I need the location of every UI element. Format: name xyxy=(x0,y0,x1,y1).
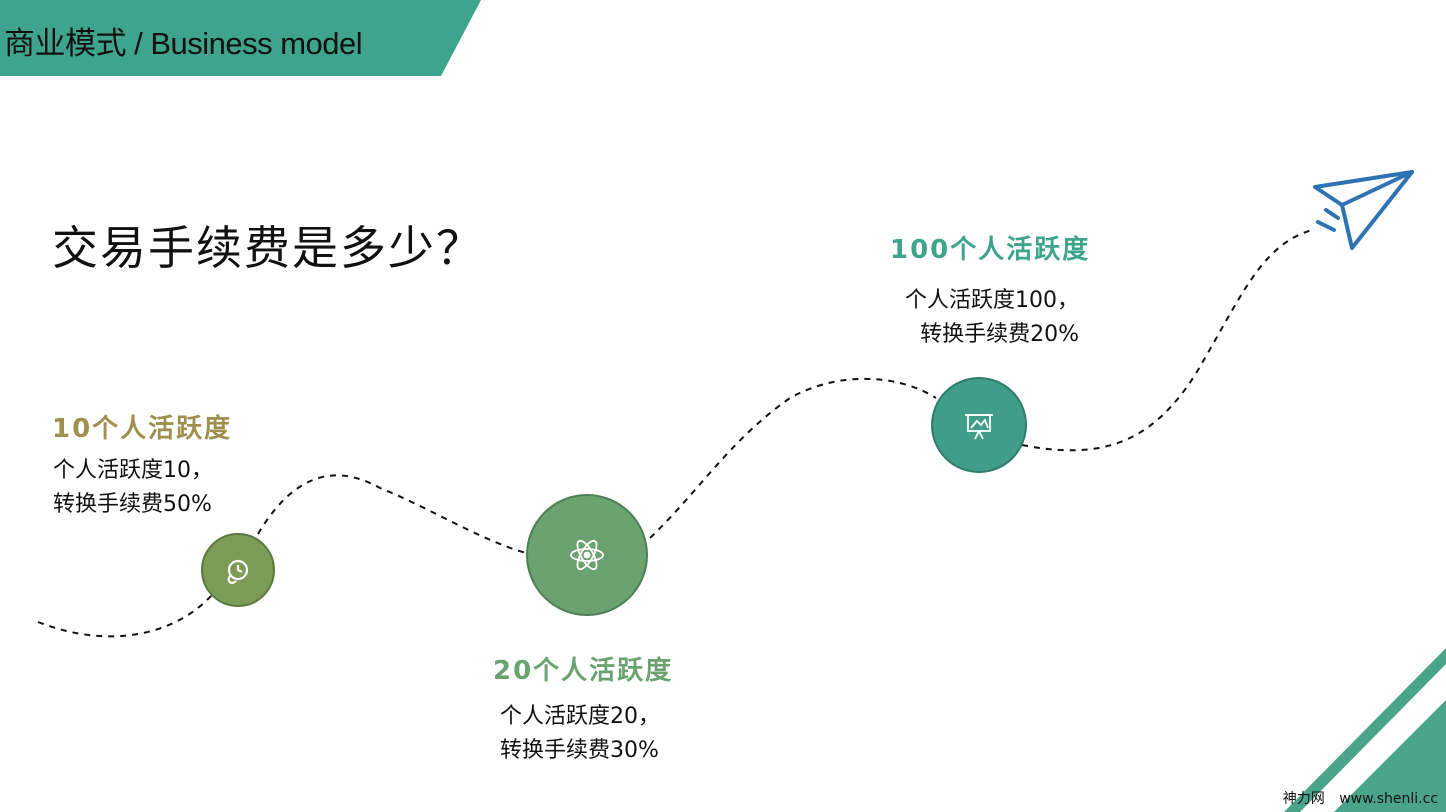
header-band xyxy=(0,0,481,76)
footer-site-name: 神力网 xyxy=(1282,791,1325,807)
stage-3-line-1: 个人活跃度100， xyxy=(905,288,1079,313)
stage-2-description: 个人活跃度20， 转换手续费30% xyxy=(500,700,660,768)
stage-1-heading: 10个人活跃度 xyxy=(52,414,233,444)
stage-3-description: 个人活跃度100， 转换手续费20% xyxy=(905,284,1079,352)
stage-1-marker xyxy=(201,533,275,607)
stage-3-line-2: 转换手续费20% xyxy=(920,322,1079,347)
stage-2-heading: 20个人活跃度 xyxy=(493,656,674,686)
stage-1-line-2: 转换手续费50% xyxy=(53,492,212,517)
footer-site-url[interactable]: www.shenli.cc xyxy=(1339,791,1438,807)
header-title: 商业模式 / Business model xyxy=(4,26,363,61)
corner-decoration xyxy=(1284,648,1446,812)
stage-1-description: 个人活跃度10， 转换手续费50% xyxy=(53,454,213,522)
stage-2-line-2: 转换手续费30% xyxy=(500,738,659,763)
stage-1-line-1: 个人活跃度10， xyxy=(53,458,213,483)
atom-icon xyxy=(570,539,604,571)
stage-3-heading: 100个人活跃度 xyxy=(890,235,1091,265)
stage-3-marker xyxy=(931,377,1027,473)
footer-watermark: 神力网 www.shenli.cc xyxy=(1283,788,1438,808)
presentation-board-icon xyxy=(965,414,993,440)
paper-plane-icon xyxy=(1313,170,1414,250)
stage-2-marker xyxy=(526,494,648,616)
stage-2-line-1: 个人活跃度20， xyxy=(500,704,660,729)
question-heading: 交易手续费是多少？ xyxy=(52,221,484,275)
progress-path xyxy=(37,229,1313,638)
settings-clock-icon xyxy=(227,559,249,584)
